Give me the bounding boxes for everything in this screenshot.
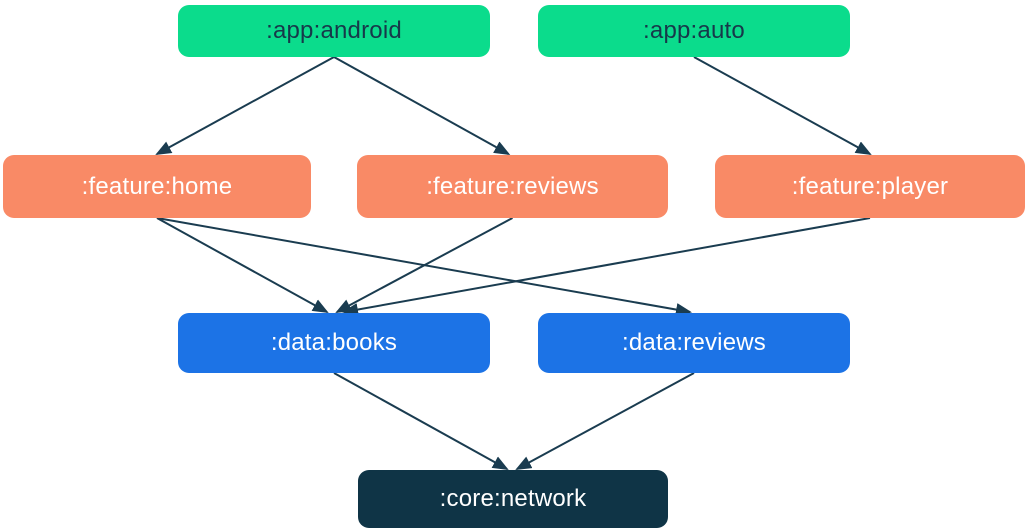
module-node-feature-home: :feature:home	[3, 155, 311, 218]
module-label: :feature:home	[81, 172, 233, 200]
dependency-edge-data-books-to-core-network	[333, 372, 509, 470]
module-label: :app:auto	[643, 17, 745, 44]
dependency-edge-feature-home-to-data-reviews	[156, 217, 692, 316]
dependency-edge-feature-home-to-data-books	[156, 217, 329, 313]
dependency-edge-data-reviews-to-core-network	[515, 372, 695, 470]
dependency-edge-app-android-to-feature-reviews	[333, 56, 511, 155]
edge-group	[155, 56, 872, 470]
module-label: :app:android	[266, 17, 402, 44]
module-label: :core:network	[439, 485, 587, 512]
dependency-edge-feature-player-to-data-books	[342, 217, 871, 316]
module-node-core-network: :core:network	[358, 470, 668, 528]
dependency-edge-app-auto-to-feature-player	[693, 56, 872, 155]
module-node-data-reviews: :data:reviews	[538, 313, 850, 373]
module-label: :feature:player	[791, 172, 949, 200]
module-node-data-books: :data:books	[178, 313, 490, 373]
module-node-feature-player: :feature:player	[715, 155, 1025, 218]
dependency-edge-feature-reviews-to-data-books	[335, 217, 513, 313]
module-node-app-android: :app:android	[178, 5, 490, 57]
module-node-app-auto: :app:auto	[538, 5, 850, 57]
module-label: :feature:reviews	[426, 172, 599, 200]
dependency-edge-app-android-to-feature-home	[155, 56, 335, 155]
module-label: :data:reviews	[622, 329, 766, 356]
module-label: :data:books	[270, 329, 398, 356]
module-node-feature-reviews: :feature:reviews	[357, 155, 668, 218]
